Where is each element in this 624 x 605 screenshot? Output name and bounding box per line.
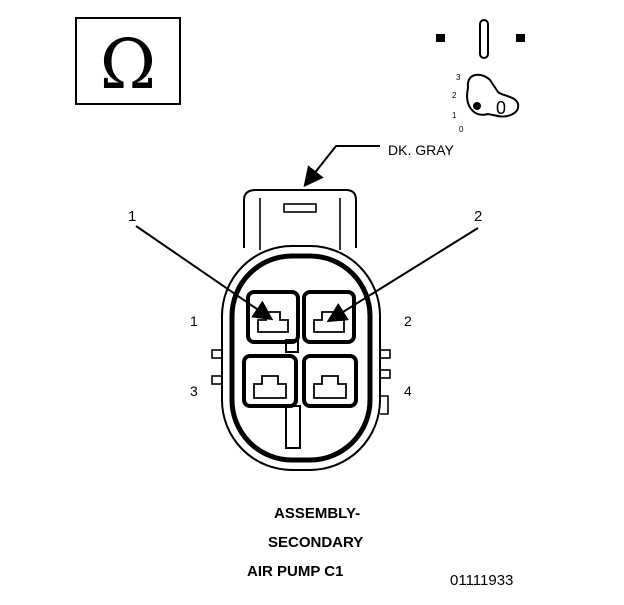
- connector-body: [211, 245, 391, 471]
- pin-callout-1: 1: [128, 208, 137, 225]
- ignition-position-1: 1: [452, 111, 457, 120]
- ohm-meter-symbol: Ω: [75, 17, 181, 105]
- wire-color-label: DK. GRAY: [388, 142, 454, 158]
- ignition-position-0: 0: [459, 125, 464, 134]
- caption-line-2: SECONDARY: [268, 534, 364, 551]
- connector-latch: [243, 189, 357, 250]
- pin-callout-2: 2: [474, 208, 483, 225]
- figure-id: 01111933: [450, 572, 514, 589]
- pin-callout-leaders: [135, 225, 479, 323]
- cavity-3: [242, 354, 298, 408]
- cavity-number-3: 3: [190, 383, 198, 399]
- ignition-position-3: 3: [456, 73, 461, 82]
- cavity-number-2: 2: [404, 313, 412, 329]
- ignition-key-label: 0: [496, 98, 506, 118]
- ohm-icon: Ω: [100, 26, 156, 105]
- ignition-position-2: 2: [452, 91, 457, 100]
- cavity-number-1: 1: [190, 313, 198, 329]
- caption-line-3: AIR PUMP C1: [247, 563, 344, 580]
- cavity-4: [302, 354, 358, 408]
- ignition-switch-icon: 3 2 1 0 0: [436, 19, 525, 134]
- color-leader: [303, 145, 380, 188]
- caption-line-1: ASSEMBLY-: [274, 505, 361, 522]
- cavity-number-4: 4: [404, 383, 412, 399]
